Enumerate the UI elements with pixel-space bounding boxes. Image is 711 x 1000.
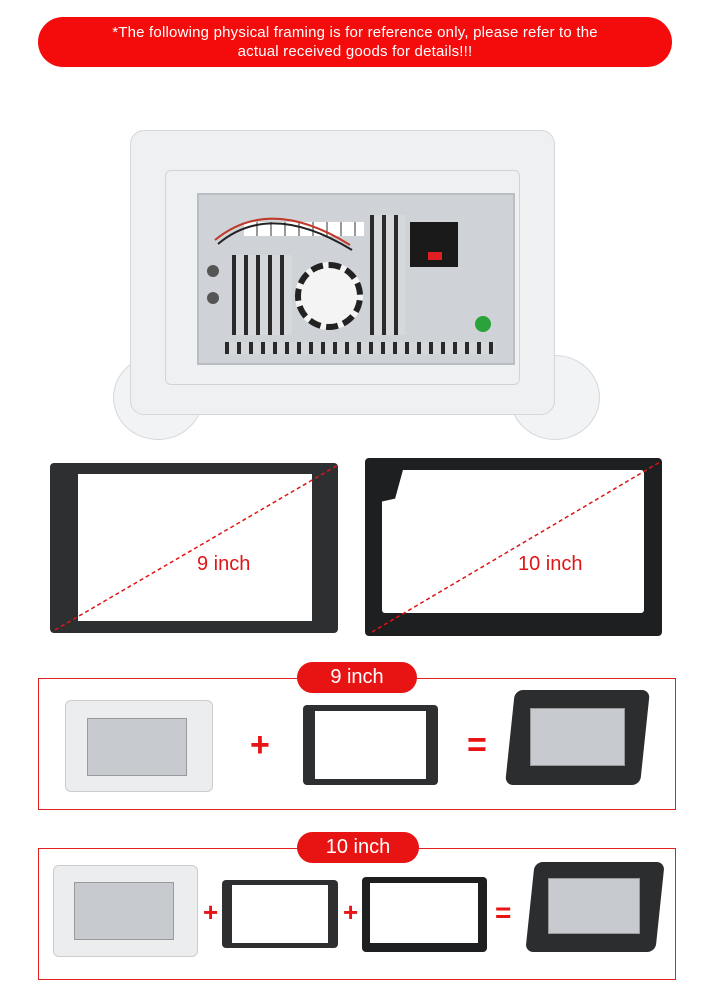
combo-10-title: 10 inch [297, 832, 419, 863]
label-9-inch: 9 inch [197, 553, 251, 575]
disclaimer-line-1: *The following physical framing is for r… [112, 24, 598, 41]
label-10-inch: 10 inch [518, 553, 583, 575]
plus-sign-2: + [343, 897, 359, 927]
fan-icon [295, 262, 363, 330]
plus-sign: + [250, 726, 270, 764]
diagonal-lines [54, 461, 661, 633]
disclaimer-banner: *The following physical framing is for r… [38, 17, 672, 67]
plus-sign-1: + [203, 897, 219, 927]
combo-9-title: 9 inch [297, 662, 417, 693]
disclaimer-line-2: actual received goods for details!!! [237, 43, 473, 60]
equals-sign: = [495, 897, 512, 928]
equals-sign: = [467, 726, 487, 764]
